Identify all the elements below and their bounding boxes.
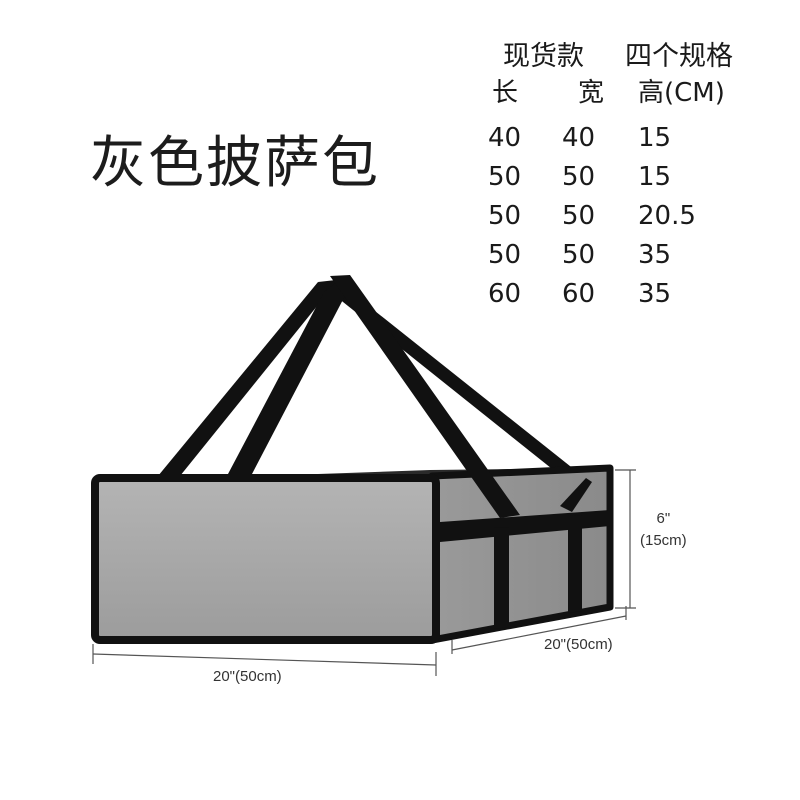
- spec-row: 40 40 15: [488, 119, 748, 158]
- spec-cell: 20.5: [638, 201, 696, 231]
- spec-cell: 50: [562, 162, 596, 192]
- spec-cell: 15: [638, 162, 672, 192]
- dimension-height-inches: 6": [656, 510, 671, 527]
- bag-side-strap: [494, 527, 509, 629]
- spec-cell: 15: [638, 123, 672, 153]
- column-width: 宽: [578, 78, 605, 108]
- spec-heading-stock: 现货款: [503, 41, 584, 72]
- spec-cell: 50: [488, 162, 522, 192]
- dimension-height-label: 6" (15cm): [640, 508, 687, 552]
- spec-cell: 60: [488, 279, 522, 309]
- spec-header-row: 长 宽 高(CM): [488, 74, 748, 113]
- spec-table: 长 宽 高(CM) 40 40 15 50 50 15 50 50 20.5 5…: [488, 74, 748, 314]
- product-title: 灰色披萨包: [90, 131, 380, 196]
- bag-side-strap: [568, 515, 582, 613]
- spec-row: 60 60 35: [488, 275, 748, 314]
- bag-side-panel: [432, 468, 610, 640]
- spec-cell: 50: [488, 201, 522, 231]
- column-height: 高(CM): [638, 78, 725, 108]
- bag-handle-back: [158, 282, 330, 476]
- dimension-line-width: [92, 644, 437, 676]
- dimension-width-label: 20"(50cm): [213, 668, 282, 685]
- dimension-line-height: [615, 469, 636, 609]
- spec-cell: 60: [562, 279, 596, 309]
- dimension-height-cm: (15cm): [640, 532, 687, 549]
- spec-cell: 40: [488, 123, 522, 153]
- spec-heading-count: 四个规格: [625, 41, 733, 72]
- dimension-line-depth: [451, 606, 627, 654]
- spec-row: 50 50 35: [488, 236, 748, 275]
- spec-cell: 50: [488, 240, 522, 270]
- spec-cell: 50: [562, 240, 596, 270]
- bag-handle-front: [228, 278, 348, 474]
- dimension-depth-label: 20"(50cm): [544, 636, 613, 653]
- bag-front-panel: [91, 474, 440, 644]
- spec-cell: 35: [638, 240, 672, 270]
- bag-handle-front-right: [330, 275, 520, 518]
- spec-cell: 40: [562, 123, 596, 153]
- bag-side-band: [440, 510, 610, 542]
- column-length: 长: [492, 78, 519, 108]
- spec-cell: 35: [638, 279, 672, 309]
- spec-cell: 50: [562, 201, 596, 231]
- spec-row: 50 50 20.5: [488, 197, 748, 236]
- spec-row: 50 50 15: [488, 158, 748, 197]
